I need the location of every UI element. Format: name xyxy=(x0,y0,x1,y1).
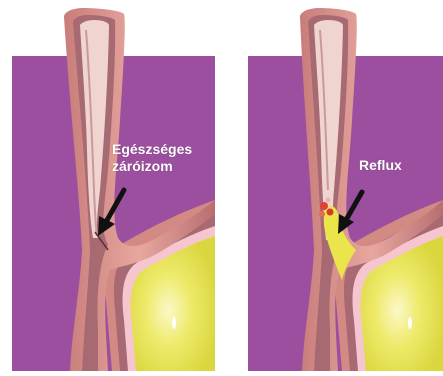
panel-reflux xyxy=(248,8,443,371)
label-healthy-sphincter: Egészséges záróizom xyxy=(112,141,192,175)
label-reflux-line-1: Reflux xyxy=(359,157,402,174)
fluid-highlight-left xyxy=(172,317,176,329)
panel-healthy xyxy=(12,8,215,371)
label-healthy-line-2: záróizom xyxy=(112,158,192,175)
label-reflux: Reflux xyxy=(359,157,402,174)
label-healthy-line-1: Egészséges xyxy=(112,141,192,158)
fluid-highlight-right xyxy=(408,317,412,329)
